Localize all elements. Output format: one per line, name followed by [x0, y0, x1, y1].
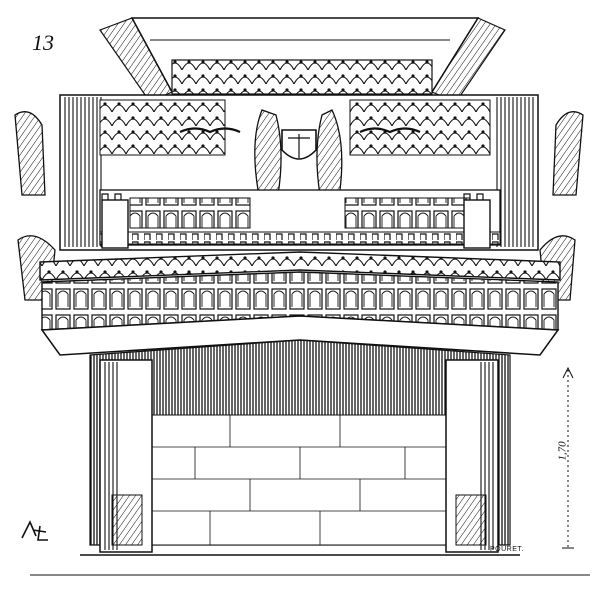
ceiling-beam: [99, 17, 506, 103]
artist-monogram: [21, 520, 48, 541]
castle-battlements: [99, 189, 501, 249]
dimension-marker: [562, 366, 574, 549]
hearth-opening: [89, 339, 511, 546]
plate-number: 13: [32, 30, 54, 55]
engraver-signature: POURET.: [490, 546, 524, 553]
angels-shield-relief: [254, 109, 343, 196]
mantel-cornice: [39, 251, 561, 356]
fireplace-jambs: [99, 359, 499, 553]
dimension-label: 1,70: [556, 441, 569, 461]
